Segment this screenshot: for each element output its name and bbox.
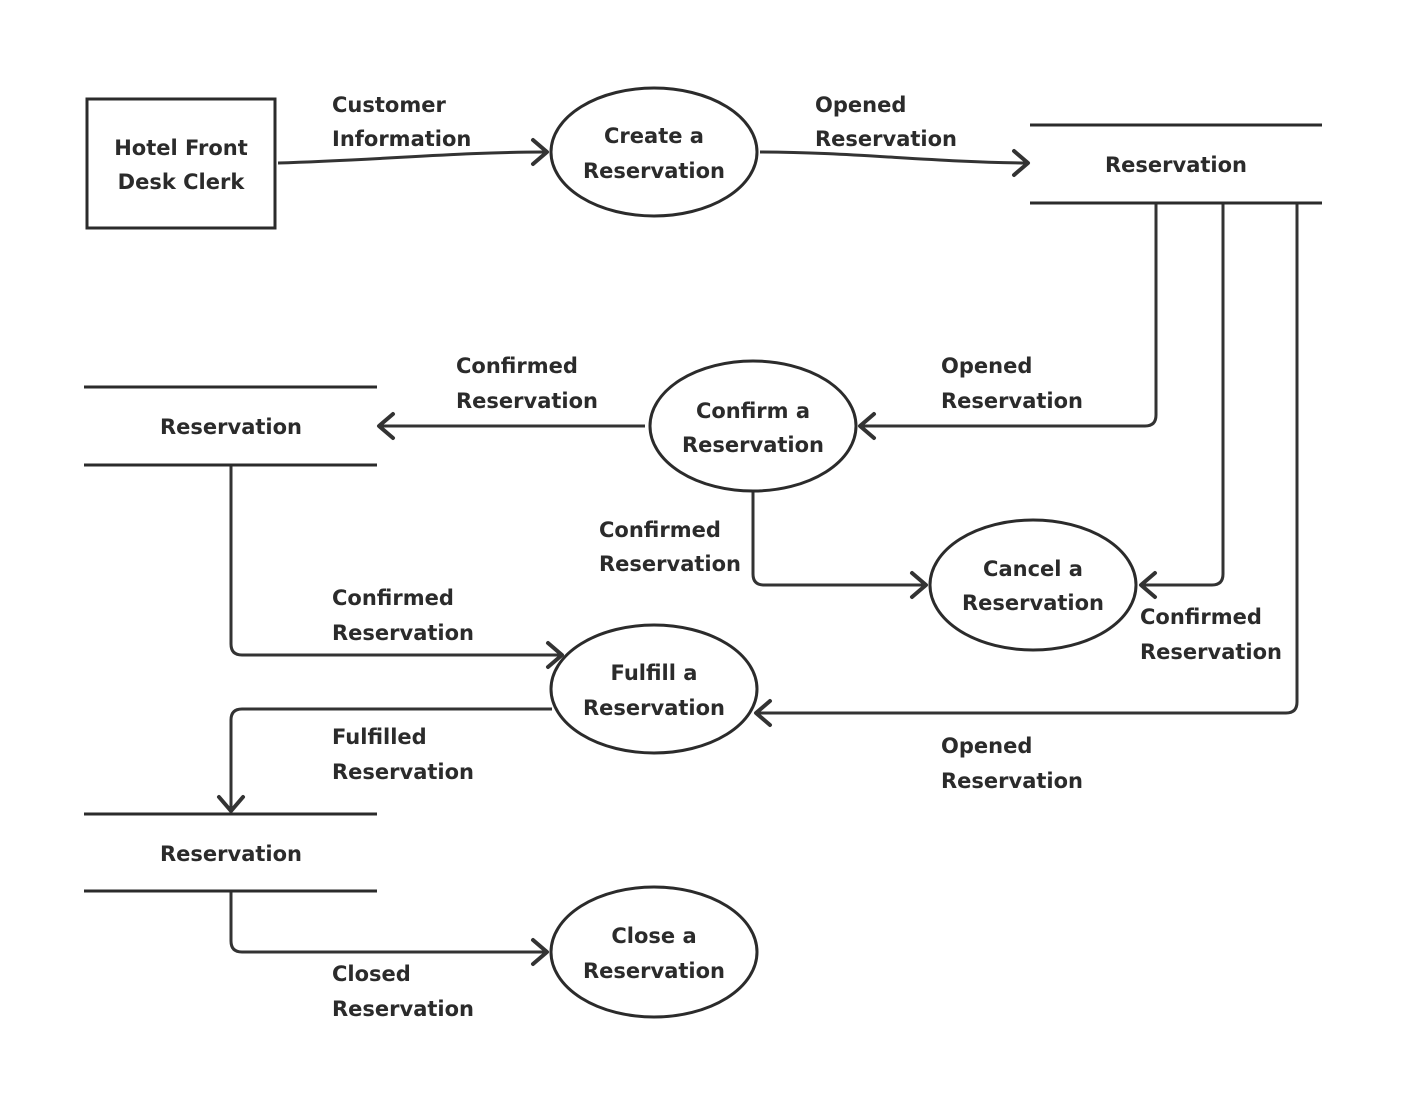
- arrowhead-store-top: [1012, 149, 1030, 177]
- flow-line-opened-to-fulfill: [758, 203, 1299, 715]
- flow-label-confirmed-to-fulfill-1: Confirmed: [332, 586, 454, 610]
- store-top-label: Reservation: [1105, 153, 1247, 177]
- store-bottom-label: Reservation: [160, 842, 302, 866]
- arrowhead-confirm: [858, 412, 876, 440]
- confirm-label-line-1: Confirm a: [696, 399, 810, 423]
- flow-label-closed-to-close-1: Closed: [332, 962, 411, 986]
- fulfill-label-line-2: Reservation: [583, 696, 725, 720]
- arrowhead-store-mid: [377, 412, 395, 440]
- flow-label-fulfilled-to-store-2: Reservation: [332, 760, 474, 784]
- process-close: [549, 885, 759, 1019]
- flow-label-store-confirmed-to-cancel-1: Confirmed: [1140, 605, 1262, 629]
- flow-line-closed-to-close: [229, 891, 545, 954]
- data-store-top: Reservation: [1030, 123, 1322, 205]
- flow-line-store-confirmed-to-cancel: [1143, 203, 1225, 587]
- flow-label-fulfilled-to-store-1: Fulfilled: [332, 725, 427, 749]
- create-label-line-2: Reservation: [583, 159, 725, 183]
- cancel-label-line-1: Cancel a: [983, 557, 1083, 581]
- close-label-line-1: Close a: [611, 924, 696, 948]
- process-cancel: [928, 518, 1138, 652]
- flow-label-opened-to-store-1: Opened: [815, 93, 906, 117]
- flow-label-confirmed-to-cancel-1: Confirmed: [599, 518, 721, 542]
- flow-line-fulfilled-to-store: [229, 707, 552, 808]
- flow-line-customer-information: [277, 150, 546, 165]
- flow-label-opened-to-store-2: Reservation: [815, 127, 957, 151]
- process-fulfill: [549, 623, 759, 755]
- data-store-middle: Reservation: [84, 385, 377, 467]
- arrowhead-fulfill-right: [754, 699, 772, 727]
- process-confirm: [648, 359, 858, 493]
- store-mid-label: Reservation: [160, 415, 302, 439]
- clerk-label-line-2: Desk Clerk: [118, 170, 246, 194]
- flow-line-confirmed-to-fulfill: [229, 465, 560, 657]
- arrowhead-close: [531, 938, 549, 966]
- flow-label-confirmed-to-fulfill-2: Reservation: [332, 621, 474, 645]
- flow-label-opened-to-confirm-2: Reservation: [941, 389, 1083, 413]
- flow-label-confirmed-to-store-1: Confirmed: [456, 354, 578, 378]
- flow-label-customer-information-2: Information: [332, 127, 471, 151]
- confirm-label-line-2: Reservation: [682, 433, 824, 457]
- arrowhead-store-bottom: [217, 795, 245, 813]
- flow-label-confirmed-to-cancel-2: Reservation: [599, 552, 741, 576]
- clerk-label-line-1: Hotel Front: [114, 136, 248, 160]
- arrowhead-create: [531, 138, 549, 166]
- external-entity-clerk: [85, 97, 277, 230]
- fulfill-label-line-1: Fulfill a: [611, 661, 698, 685]
- cancel-label-line-2: Reservation: [962, 591, 1104, 615]
- process-create: [549, 86, 759, 218]
- flow-label-opened-to-confirm-1: Opened: [941, 354, 1032, 378]
- flow-line-opened-to-store: [759, 150, 1028, 165]
- create-label-line-1: Create a: [604, 124, 704, 148]
- flow-label-opened-to-fulfill-1: Opened: [941, 734, 1032, 758]
- flow-label-customer-information-1: Customer: [332, 93, 446, 117]
- flow-line-confirmed-to-cancel: [751, 492, 924, 587]
- flow-label-store-confirmed-to-cancel-2: Reservation: [1140, 640, 1282, 664]
- arrowhead-cancel-left: [910, 571, 928, 599]
- arrowhead-cancel-right: [1139, 571, 1157, 599]
- flow-label-opened-to-fulfill-2: Reservation: [941, 769, 1083, 793]
- arrowhead-fulfill-left: [546, 641, 564, 669]
- flow-line-opened-to-confirm: [862, 203, 1158, 428]
- close-label-line-2: Reservation: [583, 959, 725, 983]
- data-store-bottom: Reservation: [84, 812, 377, 893]
- flow-label-closed-to-close-2: Reservation: [332, 997, 474, 1021]
- flow-label-confirmed-to-store-2: Reservation: [456, 389, 598, 413]
